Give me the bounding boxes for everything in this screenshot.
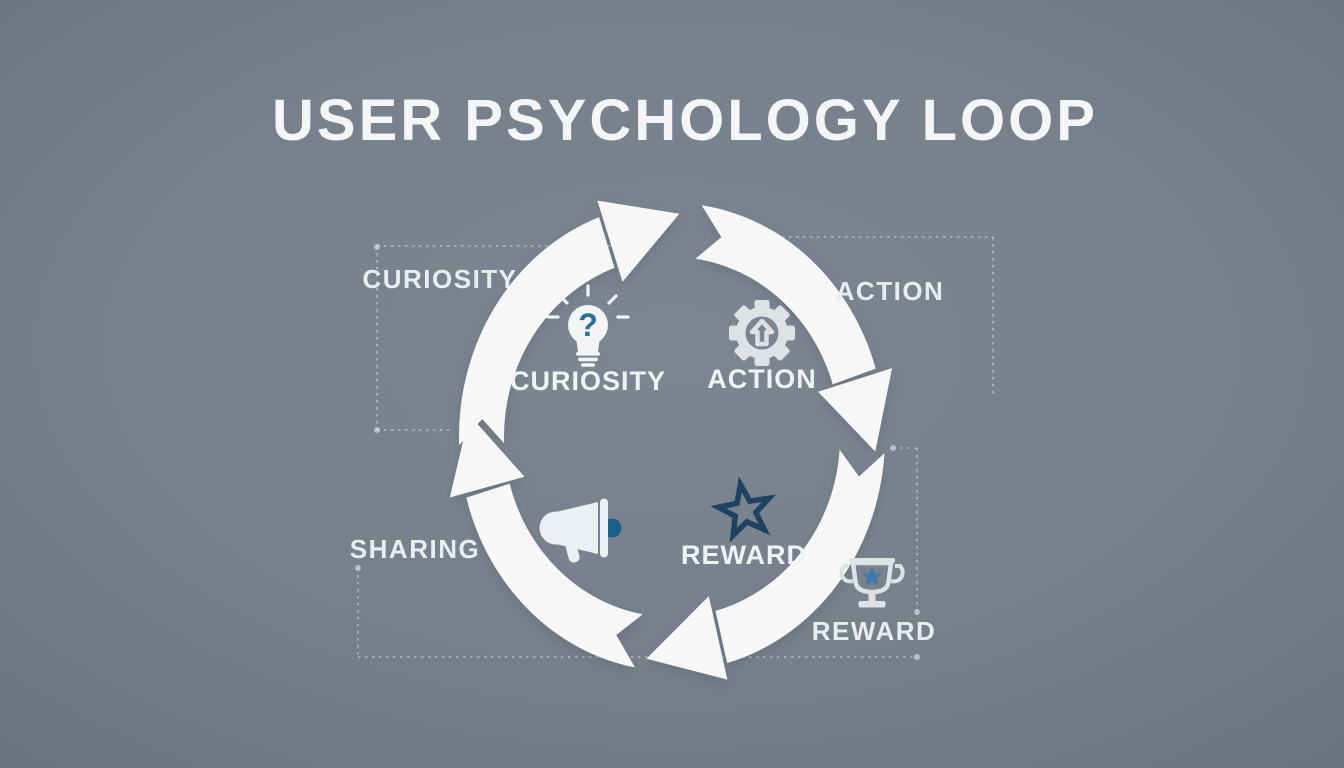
megaphone-handle xyxy=(565,541,580,563)
lightbulb-rays xyxy=(546,284,630,319)
megaphone-rim xyxy=(600,498,608,558)
trophy-star-icon xyxy=(839,558,905,608)
guide-dot xyxy=(355,565,361,571)
bulb-base-line xyxy=(578,357,598,362)
outer-label-sharing: SHARING xyxy=(350,534,480,564)
guide-dot xyxy=(914,654,920,660)
loop-arrowhead-3 xyxy=(449,414,525,498)
megaphone-icon xyxy=(539,498,622,563)
gear-up-arrow-icon xyxy=(729,300,795,366)
guide-dot xyxy=(890,445,896,451)
outer-label-action: ACTION xyxy=(836,276,945,306)
star-outline-icon xyxy=(710,476,777,543)
guide-dot xyxy=(374,427,380,433)
loop-arrowhead-2 xyxy=(646,596,728,680)
inner-label-action: ACTION xyxy=(707,364,817,394)
loop-arrowhead-1 xyxy=(818,368,893,452)
up-arrow-glyph xyxy=(749,318,775,347)
bulb-base-line xyxy=(576,352,600,356)
outer-label-curiosity: CURIOSITY xyxy=(362,264,517,294)
loop-arc-segment-0 xyxy=(458,217,615,446)
trophy-star xyxy=(861,566,883,586)
gear-inner-disc xyxy=(745,316,779,350)
inner-label-reward: REWARD xyxy=(681,540,807,570)
inner-label-curiosity: CURIOSITY xyxy=(510,366,666,396)
megaphone-cone xyxy=(556,502,598,554)
trophy-cup xyxy=(850,560,894,595)
question-mark-glyph: ? xyxy=(578,307,598,343)
loop-arc-segment-1 xyxy=(695,205,876,385)
cycle-ring xyxy=(449,200,893,680)
loop-arc-segment-2 xyxy=(715,449,885,663)
trophy-base xyxy=(858,601,886,608)
guide-dot xyxy=(914,609,920,615)
loop-arc-segment-3 xyxy=(466,483,643,668)
guide-dot xyxy=(374,244,380,250)
trophy-handles xyxy=(839,564,905,584)
bulb-glass xyxy=(568,305,608,345)
outer-label-reward: REWARD xyxy=(812,616,937,646)
bulb-base-line xyxy=(581,363,595,367)
lightbulb-question-icon: ? xyxy=(546,284,630,367)
bulb-neck xyxy=(576,337,600,352)
trophy-stem xyxy=(868,592,876,601)
page-title: USER PSYCHOLOGY LOOP xyxy=(272,88,1098,153)
loop-arrowhead-0 xyxy=(597,200,680,282)
